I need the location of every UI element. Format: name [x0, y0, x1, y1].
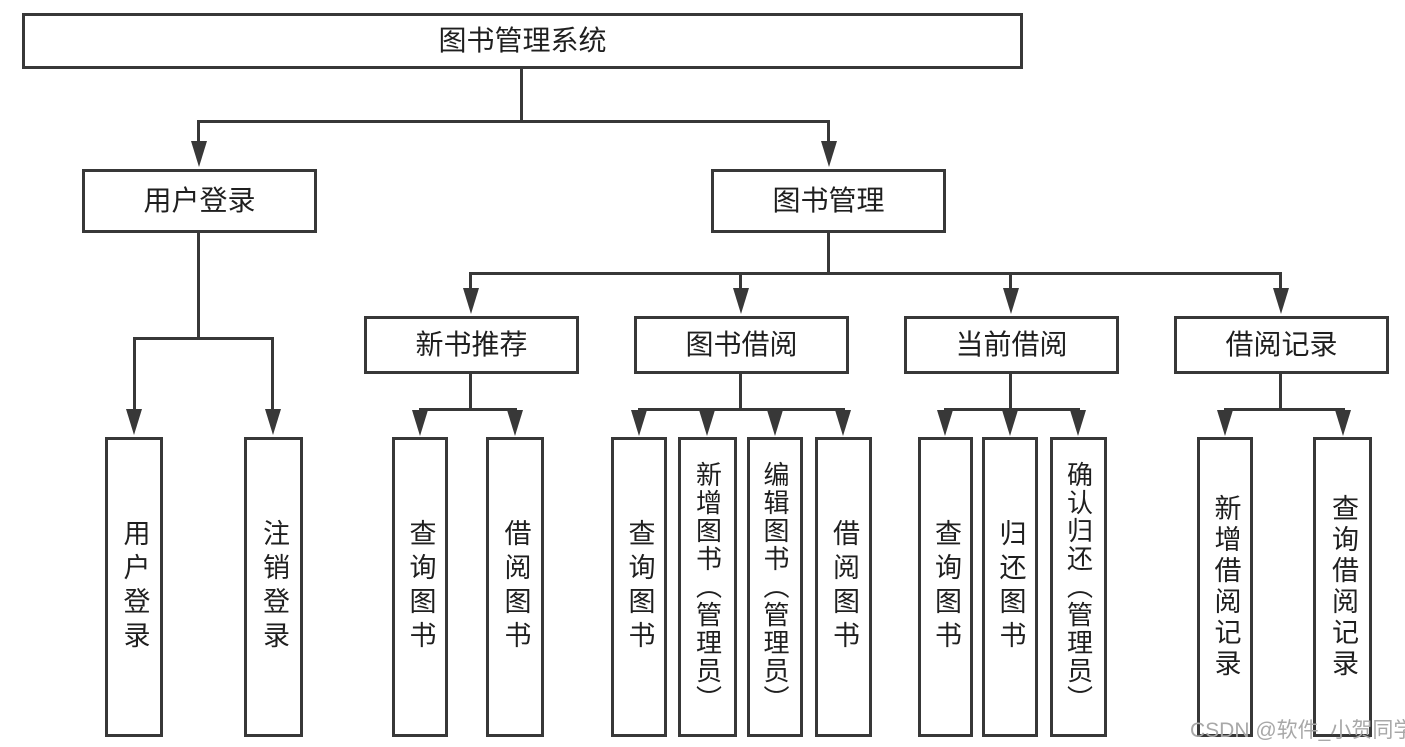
- node-new-book-recommendation: 新书推荐: [364, 316, 579, 374]
- arrow-down-icon: [1335, 410, 1351, 436]
- connector-current-borrowing-split: [944, 408, 1080, 411]
- connector-user-login-vertical: [197, 233, 200, 337]
- connector-new-book-vertical: [469, 374, 472, 408]
- arrow-down-icon: [191, 141, 207, 167]
- node-leaf-query-books-borrowing: 查询图书: [611, 437, 667, 737]
- arrow-down-icon: [1002, 410, 1018, 436]
- arrow-down-icon: [699, 410, 715, 436]
- connector-level2-shaft: [739, 272, 742, 289]
- node-leaf-query-borrow-record: 查询借阅记录: [1313, 437, 1372, 737]
- arrow-down-icon: [631, 410, 647, 436]
- connector-current-borrowing-vertical: [1009, 374, 1012, 408]
- connector-new-book-split: [419, 408, 517, 411]
- node-leaf-confirm-return-admin: 确认归还（管理员）: [1050, 437, 1107, 737]
- connector-book-management-vertical: [827, 233, 830, 272]
- connector-level2-shaft: [1009, 272, 1012, 289]
- connector-leaf-shaft: [133, 337, 136, 409]
- node-leaf-return-books: 归还图书: [982, 437, 1038, 737]
- node-leaf-query-books-recommend: 查询图书: [392, 437, 448, 737]
- arrow-down-icon: [733, 288, 749, 314]
- node-leaf-user-login: 用户登录: [105, 437, 163, 737]
- arrow-down-icon: [1273, 288, 1289, 314]
- connector-borrowing-records-split: [1224, 408, 1345, 411]
- node-user-login: 用户登录: [82, 169, 317, 233]
- arrow-down-icon: [1003, 288, 1019, 314]
- arrow-down-icon: [265, 409, 281, 435]
- connector-user-login-split: [133, 337, 274, 340]
- node-leaf-borrow-books-borrowing: 借阅图书: [815, 437, 872, 737]
- connector-leaf-shaft: [271, 337, 274, 409]
- arrow-down-icon: [1217, 410, 1233, 436]
- arrow-down-icon: [821, 141, 837, 167]
- node-leaf-edit-books-admin: 编辑图书（管理员）: [747, 437, 803, 737]
- node-book-borrowing: 图书借阅: [634, 316, 849, 374]
- connector-level1-horizontal: [197, 120, 830, 123]
- arrow-down-icon: [937, 410, 953, 436]
- connector-user-login-shaft: [197, 120, 200, 143]
- connector-book-management-shaft: [827, 120, 830, 143]
- connector-level2-horizontal: [470, 272, 1282, 275]
- arrow-down-icon: [463, 288, 479, 314]
- connector-level2-shaft: [469, 272, 472, 289]
- node-library-management-system: 图书管理系统: [22, 13, 1023, 69]
- connector-book-borrowing-split: [638, 408, 845, 411]
- arrow-down-icon: [412, 410, 428, 436]
- node-book-management: 图书管理: [711, 169, 946, 233]
- node-leaf-add-borrow-record: 新增借阅记录: [1197, 437, 1253, 737]
- node-current-borrowing: 当前借阅: [904, 316, 1119, 374]
- connector-book-borrowing-vertical: [739, 374, 742, 408]
- arrow-down-icon: [835, 410, 851, 436]
- arrow-down-icon: [126, 409, 142, 435]
- node-leaf-query-books-current: 查询图书: [918, 437, 973, 737]
- arrow-down-icon: [1070, 410, 1086, 436]
- node-leaf-add-books-admin: 新增图书（管理员）: [678, 437, 737, 737]
- arrow-down-icon: [507, 410, 523, 436]
- arrow-down-icon: [767, 410, 783, 436]
- connector-level2-shaft: [1279, 272, 1282, 289]
- node-leaf-logout: 注销登录: [244, 437, 303, 737]
- csdn-watermark: CSDN @软件_小贺同学: [1190, 719, 1405, 742]
- node-leaf-borrow-books-recommend: 借阅图书: [486, 437, 544, 737]
- connector-root-vertical: [520, 69, 523, 123]
- connector-borrowing-records-vertical: [1279, 374, 1282, 408]
- node-borrowing-records: 借阅记录: [1174, 316, 1389, 374]
